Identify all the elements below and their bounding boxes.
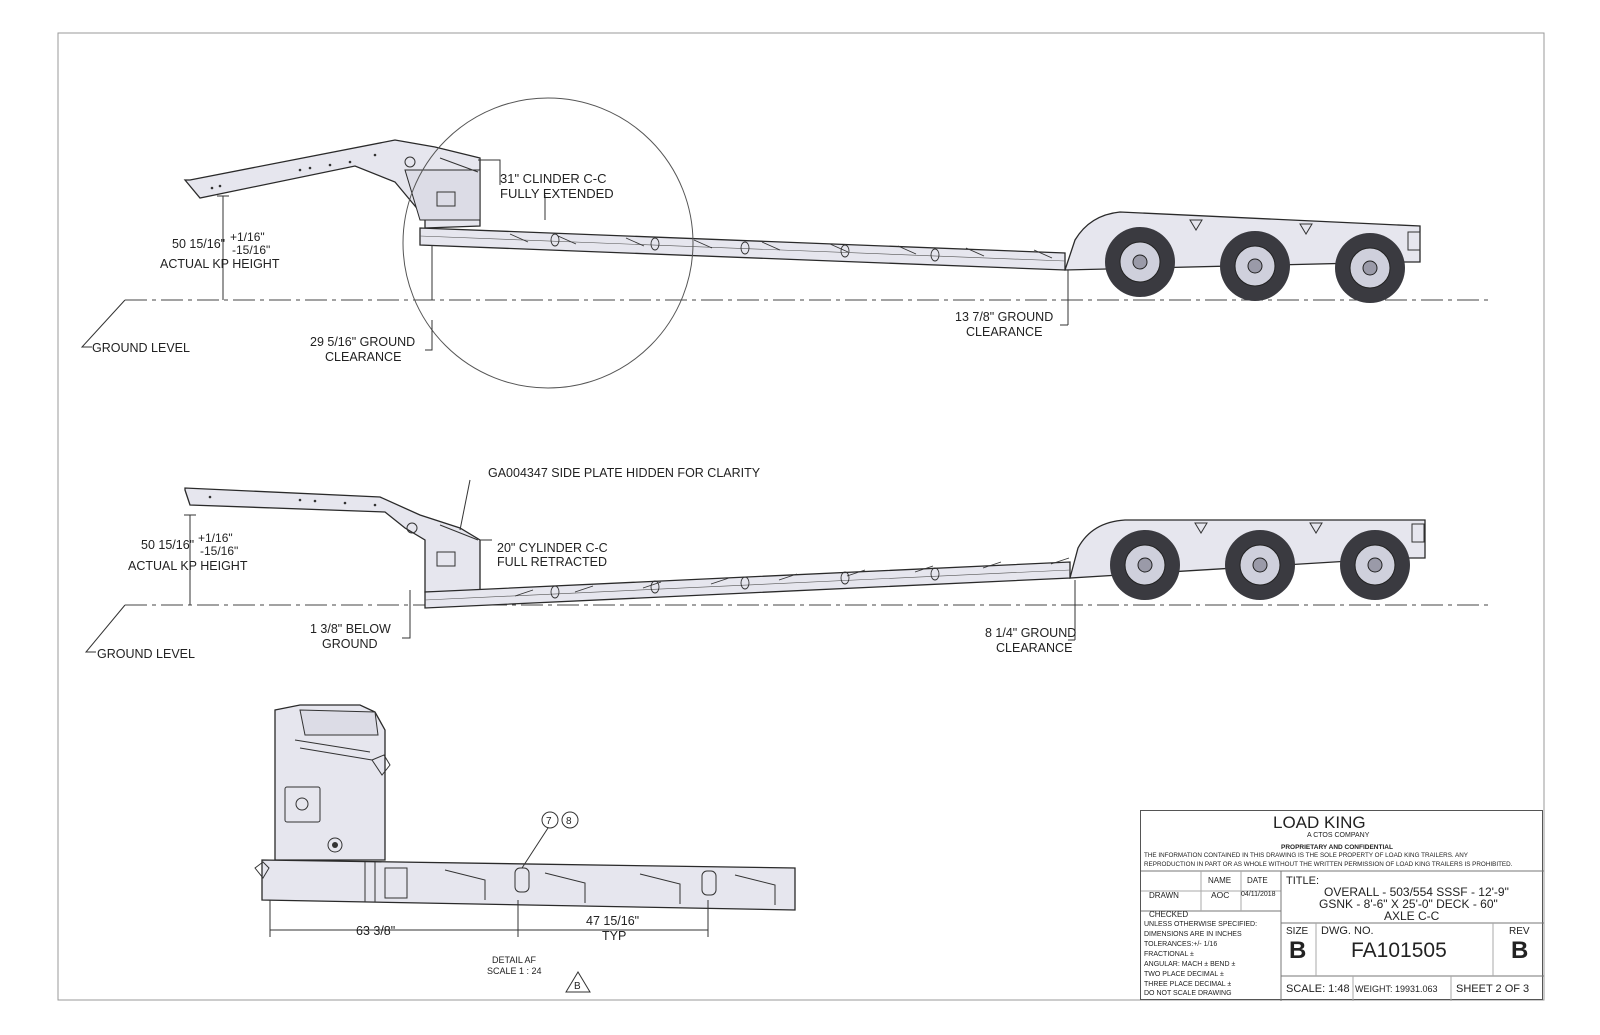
rear-clearance-2a: 8 1/4" GROUND [985, 626, 1076, 640]
spec-line-3: FRACTIONAL ± [1144, 951, 1194, 958]
title-line-3: AXLE C-C [1384, 909, 1440, 923]
drawn-label: DRAWN [1149, 891, 1179, 900]
kp-tol-plus-1: +1/16" [230, 230, 265, 244]
detail-circle-af [402, 97, 694, 389]
gooseneck-1 [183, 139, 481, 229]
rear-clearance-1b: CLEARANCE [966, 325, 1042, 339]
spec-line-2: TOLERANCES:+/- 1/16 [1144, 941, 1218, 948]
drawn-name: AOC [1211, 890, 1230, 900]
title-line-1: OVERALL - 503/554 SSSF - 12'-9" [1324, 885, 1509, 899]
view-retracted: GA004347 SIDE PLATE HIDDEN FOR CLARITY 2… [84, 466, 1490, 661]
rev-value: B [1511, 937, 1529, 964]
wheels-2 [1110, 530, 1410, 600]
rear-clearance-1a: 13 7/8" GROUND [955, 310, 1053, 324]
detail-dim-b: 47 15/16" [586, 914, 639, 928]
detail-title: DETAIL AF [492, 955, 537, 965]
spec-line-7: DO NOT SCALE DRAWING [1144, 990, 1232, 997]
view-extended: 31" CLINDER C-C FULLY EXTENDED 50 15/16"… [80, 97, 1490, 389]
ground-level-1: GROUND LEVEL [92, 341, 190, 355]
rev-label: REV [1509, 926, 1530, 937]
cylinder-note-2a: 20" CYLINDER C-C [497, 541, 608, 555]
spec-line-5: TWO PLACE DECIMAL ± [1144, 971, 1224, 978]
spec-line-6: THREE PLACE DECIMAL ± [1144, 981, 1232, 988]
view-mark-triangle [565, 971, 591, 993]
balloon-8: 8 [566, 816, 572, 827]
spec-line-1: DIMENSIONS ARE IN INCHES [1144, 931, 1242, 938]
balloon-7: 7 [546, 816, 552, 827]
front-below-2a: 1 3/8" BELOW [310, 622, 391, 636]
spec-line-4: ANGULAR: MACH ± BEND ± [1144, 961, 1236, 968]
rear-clearance-2b: CLEARANCE [996, 641, 1072, 655]
detail-view-af: 7 8 63 3/8" 47 15/16" TYP DETAIL AF SCAL… [254, 704, 796, 993]
kp-label-2: ACTUAL KP HEIGHT [128, 559, 248, 573]
view-mark-letter: B [574, 981, 581, 992]
cylinder-note-2b: FULL RETRACTED [497, 555, 607, 569]
notice-line-1: THE INFORMATION CONTAINED IN THIS DRAWIN… [1144, 852, 1468, 859]
kp-tol-plus-2: +1/16" [198, 531, 233, 545]
col-name: NAME [1208, 876, 1232, 885]
spec-line-0: UNLESS OTHERWISE SPECIFIED: [1144, 921, 1258, 928]
dwg-number: FA101505 [1351, 939, 1447, 962]
detail-dim-b-note: TYP [602, 929, 626, 943]
kp-tol-minus-1: -15/16" [232, 243, 270, 257]
detail-scale: SCALE 1 : 24 [487, 966, 542, 976]
size-label: SIZE [1286, 926, 1309, 937]
weight-value: WEIGHT: 19931.063 [1355, 984, 1438, 994]
company-name: LOAD KING [1273, 813, 1366, 832]
proprietary-label: PROPRIETARY AND CONFIDENTIAL [1281, 844, 1393, 851]
front-clearance-1b: CLEARANCE [325, 350, 401, 364]
title-label: TITLE: [1286, 875, 1320, 887]
kp-tol-minus-2: -15/16" [200, 544, 238, 558]
notice-line-2: REPRODUCTION IN PART OR AS WHOLE WITHOUT… [1144, 861, 1513, 868]
drawn-date: 04/11/2018 [1241, 891, 1276, 898]
wheels-1 [1105, 227, 1405, 303]
dwg-label: DWG. NO. [1321, 925, 1374, 937]
ground-level-2: GROUND LEVEL [97, 647, 195, 661]
title-block: LOAD KING A CTOS COMPANY PROPRIETARY AND… [1140, 810, 1544, 1001]
sheet-value: SHEET 2 OF 3 [1456, 983, 1530, 995]
size-value: B [1289, 937, 1307, 964]
cylinder-note-1b: FULLY EXTENDED [500, 186, 614, 201]
title-line-2: GSNK - 8'-6" X 25'-0" DECK - 60" [1319, 897, 1498, 911]
detail-dim-a: 63 3/8" [356, 924, 395, 938]
side-plate-note: GA004347 SIDE PLATE HIDDEN FOR CLARITY [488, 466, 761, 480]
kp-label-1: ACTUAL KP HEIGHT [160, 257, 280, 271]
kp-height-1: 50 15/16" [172, 237, 225, 251]
cylinder-note-1a: 31" CLINDER C-C [500, 171, 606, 186]
checked-label: CHECKED [1149, 910, 1189, 919]
kp-height-2: 50 15/16" [141, 538, 194, 552]
front-clearance-1a: 29 5/16" GROUND [310, 335, 415, 349]
col-date: DATE [1247, 876, 1268, 885]
scale-value: SCALE: 1:48 [1286, 983, 1350, 995]
sheet-border [57, 32, 1545, 1001]
company-sub: A CTOS COMPANY [1307, 832, 1370, 839]
front-below-2b: GROUND [322, 637, 378, 651]
